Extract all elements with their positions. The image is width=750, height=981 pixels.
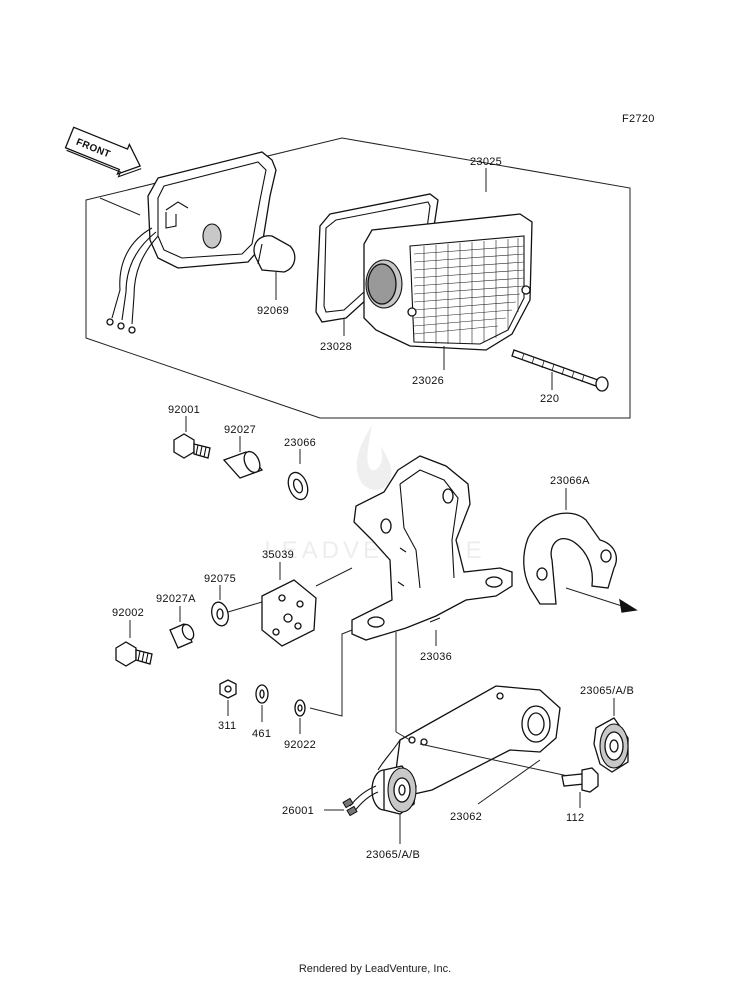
label-92075: 92075 (204, 573, 236, 585)
socket-23065-lower (371, 765, 417, 815)
bracket-23036 (351, 455, 513, 646)
socket-23065-upper (593, 717, 629, 773)
wire-harness-26001 (342, 785, 379, 817)
label-92027: 92027 (224, 424, 256, 436)
watermark-flame-icon (356, 425, 392, 490)
label-23025: 23025 (470, 156, 502, 168)
front-arrow-icon: FRONT (64, 126, 142, 178)
label-220: 220 (540, 393, 559, 405)
label-92022: 92022 (284, 739, 316, 751)
label-112: 112 (566, 812, 584, 824)
bolt-92002 (115, 641, 153, 667)
grommet-23066 (287, 471, 309, 501)
washer-92075 (211, 601, 229, 627)
lens-23026 (363, 213, 533, 370)
lamp-housing (106, 151, 277, 334)
label-92027A: 92027A (156, 593, 196, 605)
collar-92027 (222, 450, 264, 479)
label-92069: 92069 (257, 305, 289, 317)
collar-92027A (169, 623, 195, 649)
nut-311 (219, 679, 237, 699)
label-92002: 92002 (112, 607, 144, 619)
label-23062: 23062 (450, 811, 482, 823)
washer-461 (255, 684, 269, 704)
label-23026: 23026 (412, 375, 444, 387)
label-23028: 23028 (320, 341, 352, 353)
label-92001: 92001 (168, 404, 200, 416)
bulb-92069 (253, 235, 296, 300)
label-26001: 26001 (282, 805, 314, 817)
label-461: 461 (252, 728, 271, 740)
figure-code: F2720 (622, 113, 655, 125)
rubber-23066A (523, 512, 617, 605)
assembly-boundary-23025 (85, 137, 631, 419)
lens-grid (413, 238, 525, 344)
bolt-92001 (173, 433, 211, 459)
screw-220 (511, 349, 609, 392)
bolt-112 (561, 767, 599, 793)
label-23065-upper: 23065/A/B (580, 685, 634, 697)
label-23065-lower: 23065/A/B (366, 849, 420, 861)
label-23066A: 23066A (550, 475, 590, 487)
label-311: 311 (218, 720, 236, 732)
footer-credit: Rendered by LeadVenture, Inc. (298, 963, 452, 975)
label-35039: 35039 (262, 549, 294, 561)
washer-92022 (294, 699, 306, 717)
label-23036: 23036 (420, 651, 452, 663)
plate-35039 (261, 579, 317, 647)
label-23066: 23066 (284, 437, 316, 449)
